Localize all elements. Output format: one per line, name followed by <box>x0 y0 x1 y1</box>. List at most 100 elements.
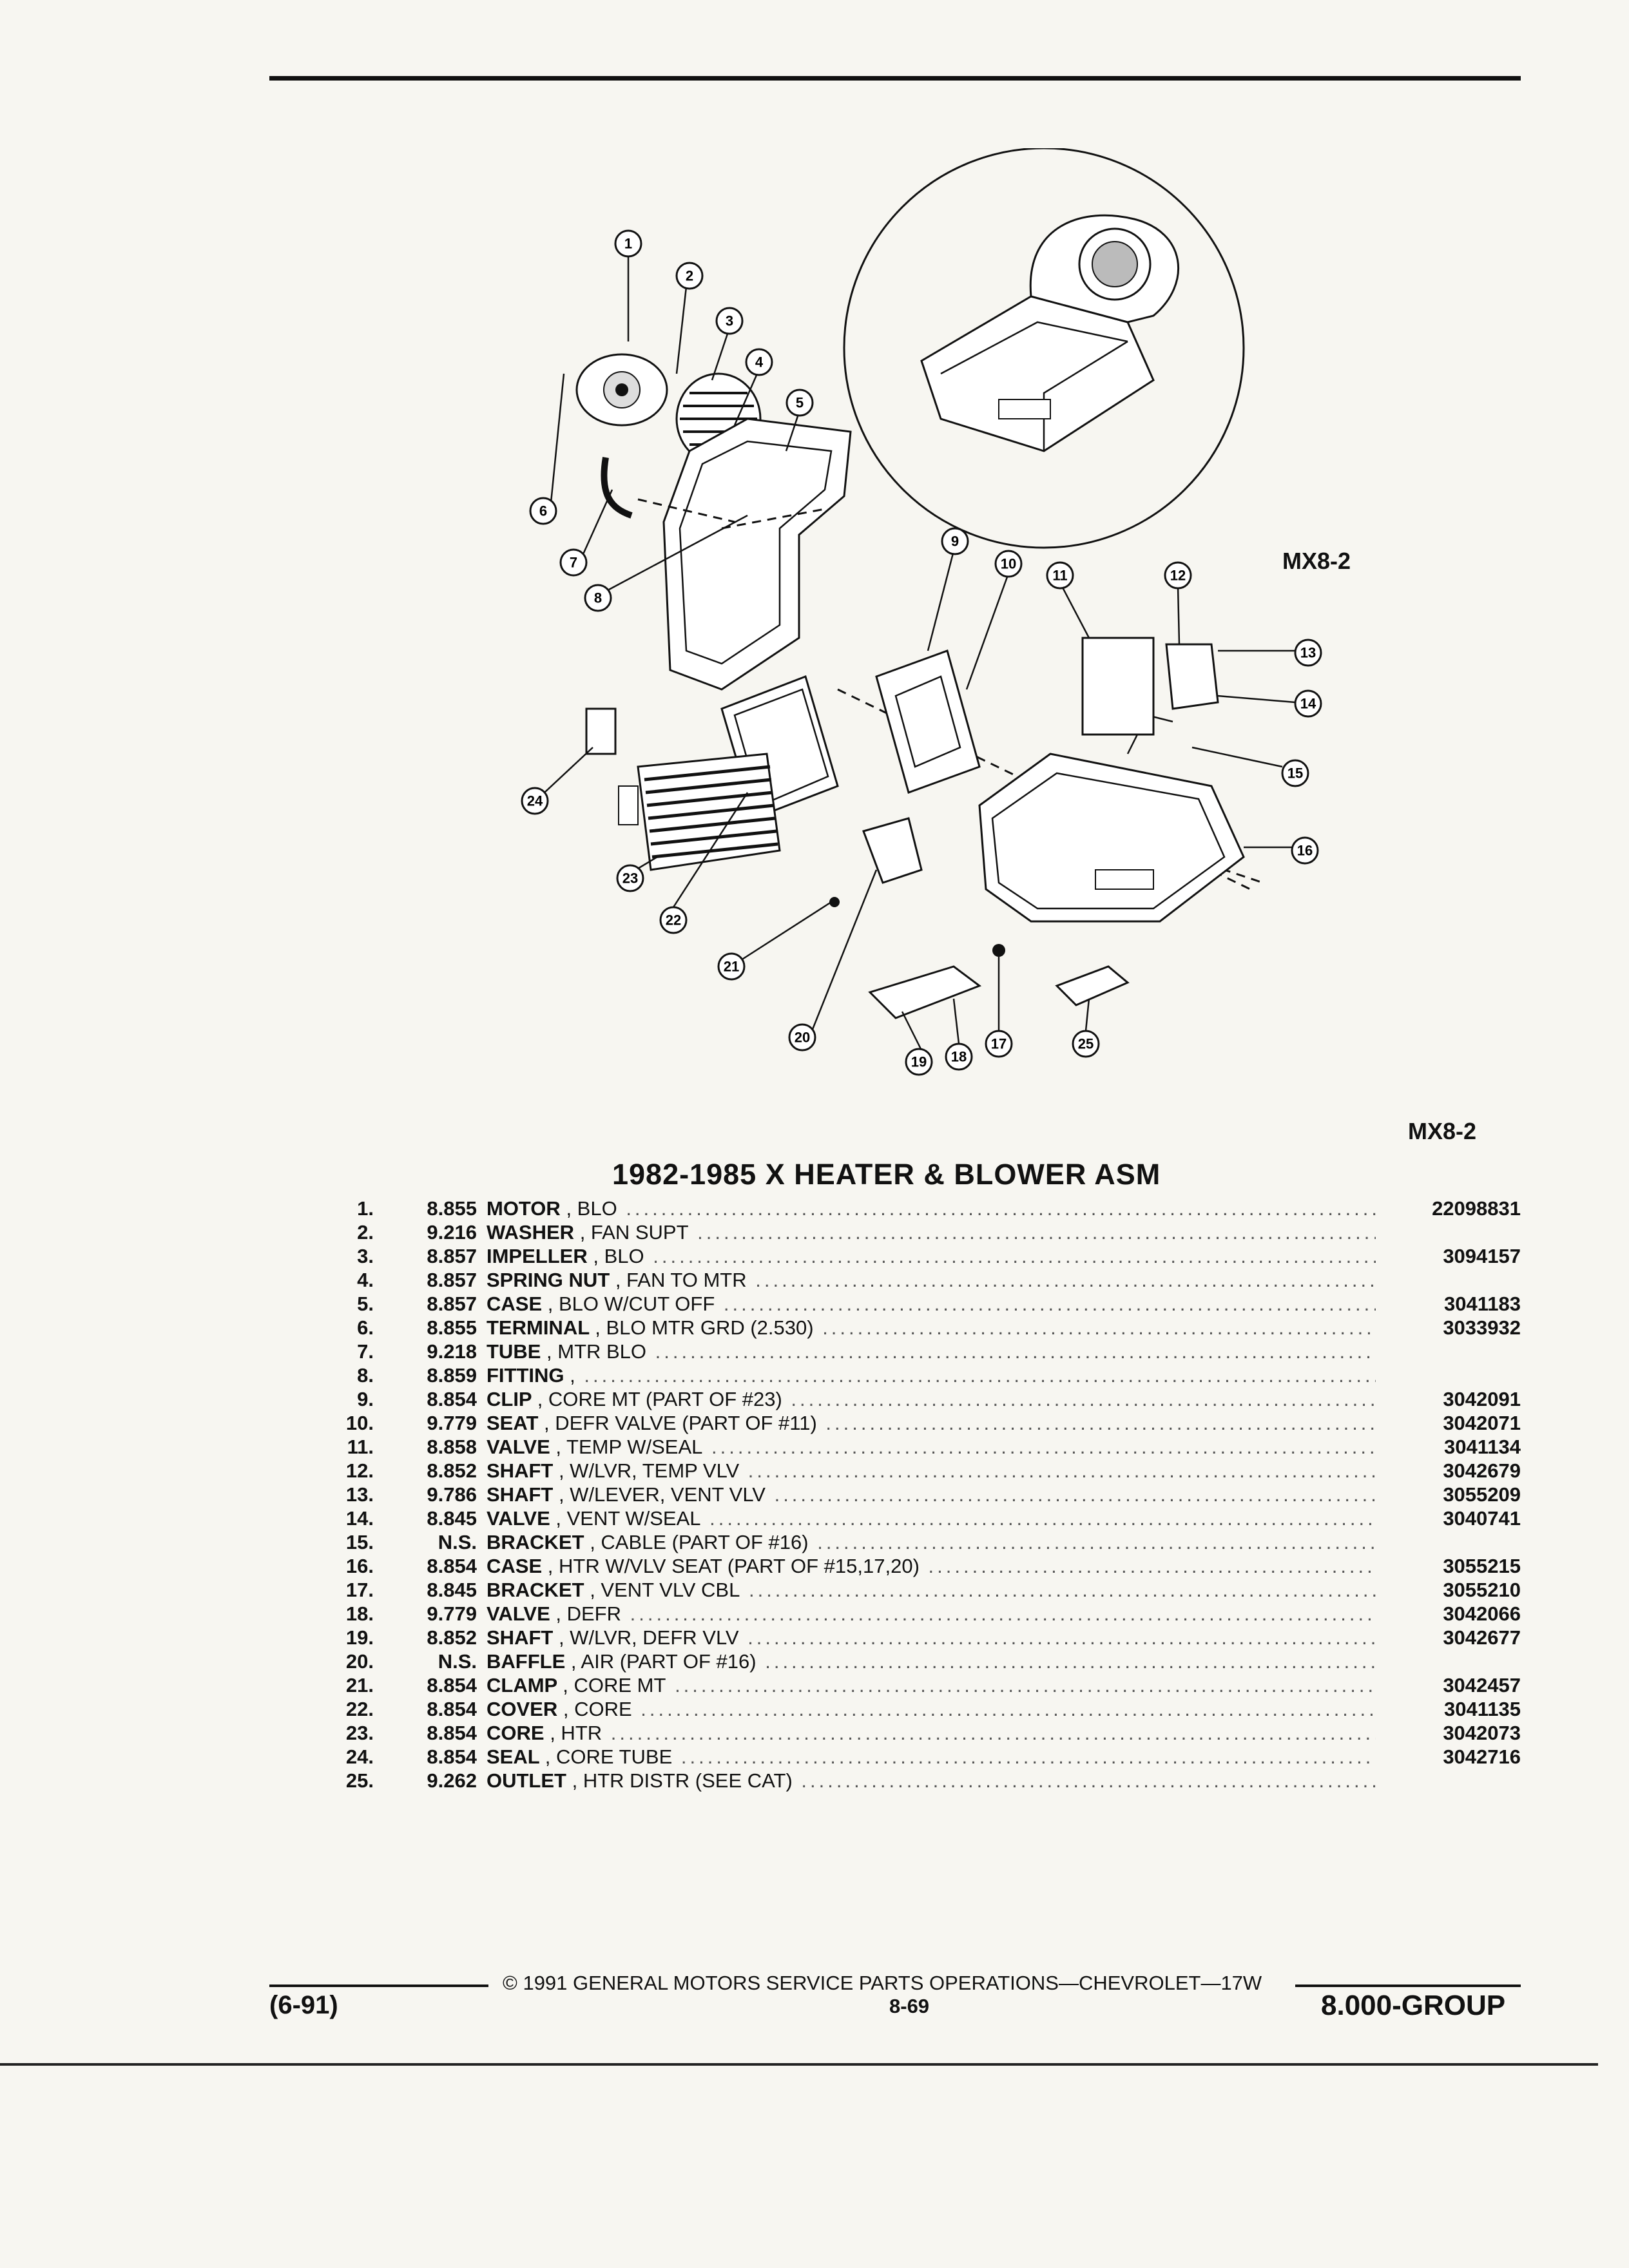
callout-6: 6 <box>529 497 557 525</box>
item-description: SHAFT , W/LVR, DEFR VLV ................… <box>487 1626 1376 1649</box>
item-description: WASHER , FAN SUPT ......................… <box>487 1220 1376 1244</box>
leader-dots: ........................................… <box>755 1269 1376 1291</box>
item-description: COVER , CORE ...........................… <box>487 1697 1376 1721</box>
leader-dots: ........................................… <box>825 1412 1376 1434</box>
group-code: 8.845 <box>427 1507 477 1530</box>
figure-code-upper: MX8-2 <box>1282 548 1351 574</box>
item-description: CASE , HTR W/VLV SEAT (PART OF #15,17,20… <box>487 1554 1376 1578</box>
item-number: 16. <box>345 1555 374 1577</box>
item-name: CLAMP <box>487 1674 557 1696</box>
item-number: 22. <box>345 1698 374 1720</box>
item-detail: , CABLE (PART OF #16) <box>590 1531 809 1553</box>
vent-valve-bracket <box>992 944 1005 957</box>
item-name: BRACKET <box>487 1579 584 1601</box>
item-description: IMPELLER , BLO .........................… <box>487 1244 1376 1268</box>
item-description: VALVE , TEMP W/SEAL ....................… <box>487 1435 1376 1459</box>
item-name: SHAFT <box>487 1483 554 1506</box>
callout-19: 19 <box>905 1048 933 1076</box>
svg-text:3: 3 <box>726 313 733 329</box>
leader-dots: ........................................… <box>928 1555 1376 1577</box>
callout-10: 10 <box>994 550 1023 578</box>
svg-text:18: 18 <box>951 1049 967 1065</box>
item-description: TUBE , MTR BLO .........................… <box>487 1340 1376 1363</box>
item-detail: , MTR BLO <box>546 1340 647 1363</box>
callout-12: 12 <box>1164 561 1192 590</box>
item-name: SPRING NUT <box>487 1269 610 1291</box>
leader-dots: ........................................… <box>610 1722 1376 1744</box>
svg-text:10: 10 <box>1001 556 1016 572</box>
group-code: 8.858 <box>427 1436 477 1458</box>
blower-motor <box>575 353 668 427</box>
group-code: 9.216 <box>427 1221 477 1244</box>
part-number: 3042679 <box>1443 1459 1521 1482</box>
leader-dots: ........................................… <box>723 1293 1376 1315</box>
item-description: FITTING , ..............................… <box>487 1363 1376 1387</box>
item-number: 20. <box>345 1650 374 1673</box>
vent-valve <box>1165 643 1219 710</box>
svg-text:16: 16 <box>1297 843 1313 859</box>
item-name: CORE <box>487 1722 545 1744</box>
part-number: 3055215 <box>1443 1555 1521 1577</box>
leader-dots: ........................................… <box>791 1388 1376 1410</box>
item-detail: , AIR (PART OF #16) <box>570 1650 757 1673</box>
item-number: 6. <box>357 1316 374 1339</box>
parts-list: 1. 8.855 MOTOR , BLO .....................… <box>329 1196 1521 1792</box>
leader-lines <box>544 251 1296 1051</box>
leader-dots: ........................................… <box>680 1745 1376 1768</box>
item-detail: , HTR W/VLV SEAT (PART OF #15,17,20) <box>547 1555 920 1577</box>
item-detail: , TEMP W/SEAL <box>555 1436 703 1458</box>
svg-text:25: 25 <box>1078 1036 1094 1052</box>
item-number: 19. <box>345 1626 374 1649</box>
item-name: VALVE <box>487 1507 550 1530</box>
item-number: 13. <box>345 1483 374 1506</box>
item-number: 1. <box>357 1197 374 1220</box>
item-name: BAFFLE <box>487 1650 566 1673</box>
callout-23: 23 <box>616 864 644 892</box>
callout-13: 13 <box>1294 639 1322 667</box>
item-detail: , HTR DISTR (SEE CAT) <box>572 1769 793 1792</box>
item-detail: , <box>570 1364 575 1387</box>
item-detail: , VENT VLV CBL <box>590 1579 740 1601</box>
item-description: BRACKET , CABLE (PART OF #16) ..........… <box>487 1530 1376 1554</box>
item-name: COVER <box>487 1698 558 1720</box>
parts-list-row: 15.N.S.BRACKET , CABLE (PART OF #16) ...… <box>329 1530 1521 1554</box>
defroster-valve-seat <box>875 649 981 794</box>
group-code: 9.779 <box>427 1412 477 1434</box>
group-code: 8.857 <box>427 1245 477 1267</box>
leader-dots: ........................................… <box>774 1483 1376 1506</box>
item-description: SHAFT , W/LEVER, VENT VLV ..............… <box>487 1483 1376 1506</box>
callout-9: 9 <box>941 527 969 555</box>
item-number: 11. <box>347 1436 374 1458</box>
item-description: CLAMP , CORE MT ........................… <box>487 1673 1376 1697</box>
part-number: 3094157 <box>1443 1245 1521 1267</box>
leader-dots: ........................................… <box>709 1507 1376 1530</box>
part-number: 3042716 <box>1443 1745 1521 1768</box>
section-title: 1982-1985 X HEATER & BLOWER ASM <box>612 1158 1161 1191</box>
air-baffle <box>862 817 923 884</box>
heater-outlet <box>1055 965 1130 1006</box>
part-number: 3040741 <box>1443 1507 1521 1530</box>
item-name: FITTING <box>487 1364 564 1387</box>
revision-date: (6-91) <box>269 1991 338 2019</box>
item-detail: , W/LVR, DEFR VLV <box>558 1626 739 1649</box>
leader-dots: ........................................… <box>817 1531 1376 1553</box>
item-description: MOTOR , BLO ............................… <box>487 1196 1376 1220</box>
svg-text:13: 13 <box>1300 645 1316 661</box>
part-number: 3033932 <box>1443 1316 1521 1339</box>
svg-text:8: 8 <box>594 590 602 606</box>
svg-text:11: 11 <box>1052 568 1067 584</box>
item-number: 24. <box>345 1745 374 1768</box>
svg-text:17: 17 <box>991 1036 1007 1052</box>
group-code: 8.855 <box>427 1316 477 1339</box>
item-detail: , HTR <box>550 1722 602 1744</box>
part-number: 3041134 <box>1444 1436 1521 1458</box>
